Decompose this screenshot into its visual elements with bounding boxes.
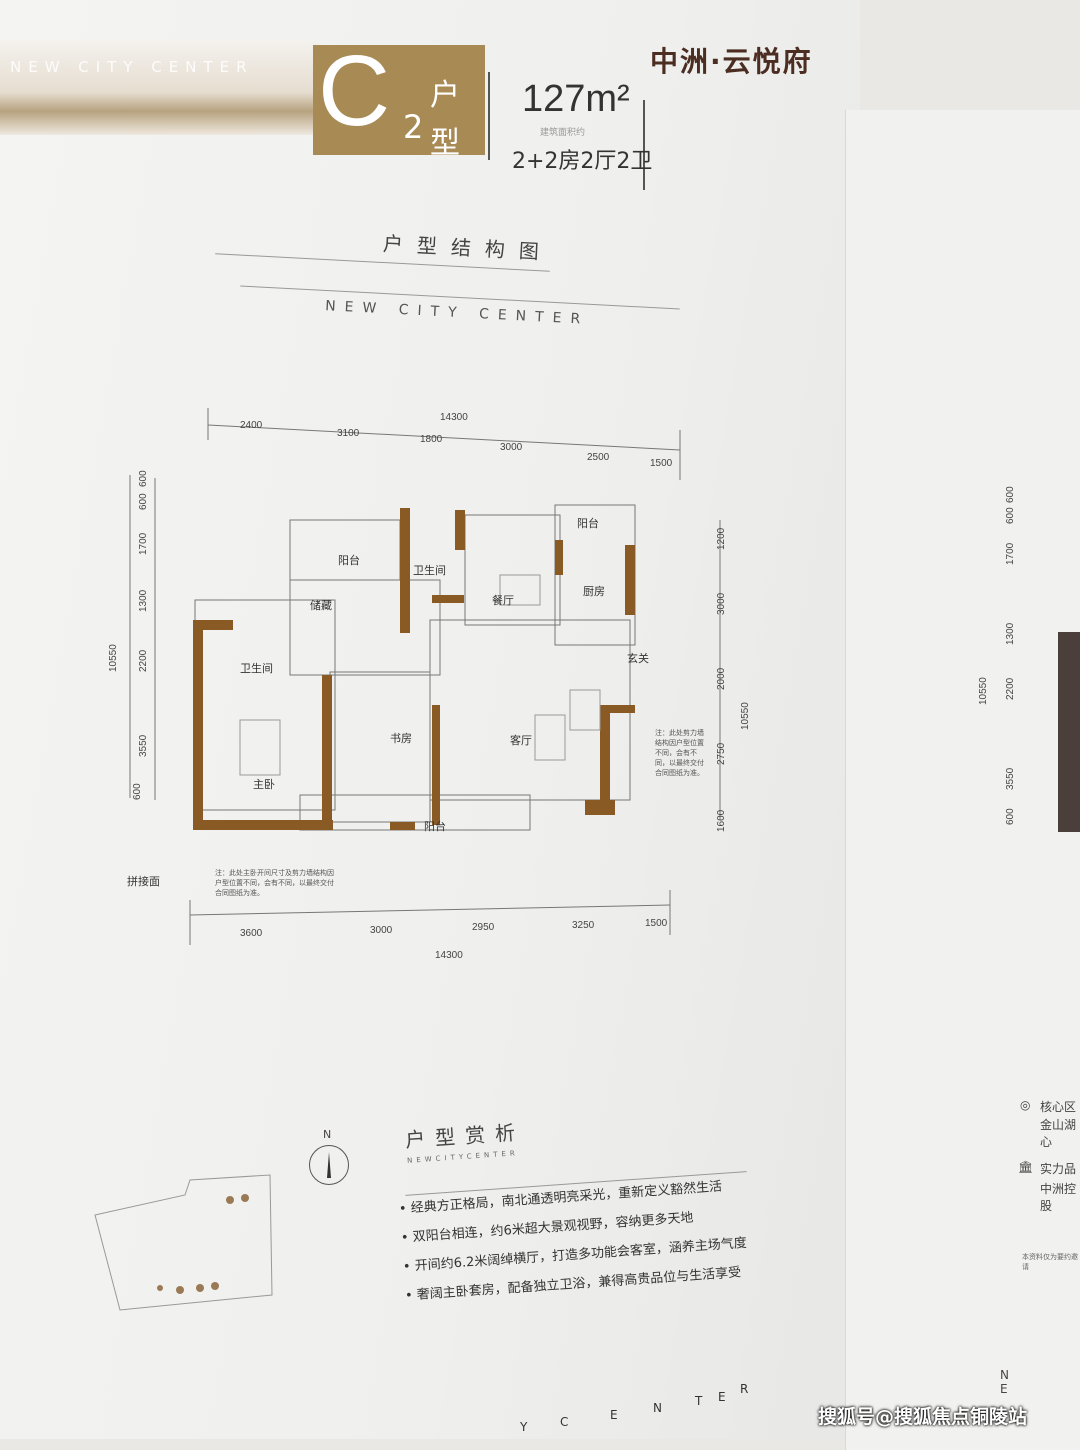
dim-right: 2750 (716, 742, 727, 765)
dim-bottom-total: 14300 (435, 950, 463, 961)
room-balcony-north: 阳台 (338, 554, 360, 567)
footer-letter: E (610, 1408, 618, 1422)
dim-top: 1800 (420, 434, 443, 445)
compass-icon (309, 1145, 349, 1185)
unit-type-letter: C (318, 35, 391, 147)
dim-left: 600 (138, 470, 149, 487)
unit-area: 127m² (522, 78, 630, 120)
dim-right: 2000 (716, 667, 727, 690)
dim-bottom: 2950 (472, 922, 495, 933)
dim-top: 2400 (240, 420, 263, 431)
unit-area-label: 建筑面积约 (540, 128, 586, 138)
dim-top-total: 14300 (440, 412, 468, 423)
watermark: 搜狐号@搜狐焦点铜陵站 (818, 1406, 1028, 1428)
floor-plan (129, 408, 721, 945)
dim-left: 2200 (138, 649, 149, 672)
dim-left: 1300 (138, 589, 149, 612)
right-dim: 1300 (1005, 622, 1016, 645)
footer-note: 本资料仅为要约邀请 (1022, 1253, 1078, 1271)
footer-letter: T (695, 1394, 703, 1408)
divider (643, 100, 645, 190)
analysis-points: 经典方正格局，南北通透明亮采光，重新定义豁然生活 双阳台相连，约6米超大景观视野… (398, 1171, 750, 1311)
footer-letter: N (653, 1401, 662, 1415)
unit-type-number: 2 (403, 108, 424, 146)
right-dim: 2200 (1005, 677, 1016, 700)
feature-icon: ◎ (1020, 1098, 1031, 1112)
room-kitchen: 厨房 (583, 585, 605, 598)
room-living: 客厅 (510, 734, 532, 747)
dim-left: 3550 (138, 734, 149, 757)
note-master-bedroom: 注：此处主卧开间尺寸及剪力墙结构因户型位置不同，会有不同，以最终交付合同图纸为准… (215, 869, 334, 897)
right-dim: 3550 (1005, 767, 1016, 790)
unit-type-hu: 户 (430, 78, 460, 113)
banner-text: NEW CITY CENTER (10, 58, 254, 76)
dim-bottom: 3250 (572, 920, 595, 931)
dim-bottom: 1500 (645, 918, 668, 929)
banner-image (0, 40, 320, 135)
room-foyer: 玄关 (627, 652, 649, 665)
dim-left-total: 10550 (108, 644, 119, 672)
room-balcony-south: 阳台 (424, 820, 446, 833)
note-shear-wall: 注：此处剪力墙结构因户型位置不同，会有不同，以最终交付合同图纸为准。 (655, 729, 704, 777)
dim-bottom: 3000 (370, 925, 393, 936)
right-floor-plan-image (1058, 632, 1080, 832)
dim-top: 1500 (650, 458, 673, 469)
dim-top: 2500 (587, 452, 610, 463)
dim-bottom: 3600 (240, 928, 263, 939)
room-master-bedroom: 主卧 (253, 778, 275, 791)
dim-left: 600 (138, 493, 149, 510)
right-dim: 600 (1005, 808, 1016, 825)
feature-text: 金山湖心 (1040, 1118, 1077, 1149)
right-dim-total: 10550 (978, 677, 989, 705)
footer-letter: C (560, 1415, 569, 1429)
dim-right: 3000 (716, 592, 727, 615)
right-dim: 1700 (1005, 542, 1016, 565)
brand-logo: 中洲·云悦府 (650, 45, 813, 78)
compass-north-label: N (323, 1128, 332, 1141)
footer-letter: Y (520, 1420, 528, 1434)
dim-left: 600 (132, 783, 143, 800)
dim-top: 3000 (500, 442, 523, 453)
room-balcony-kitchen: 阳台 (577, 517, 599, 530)
right-dim: 600 (1005, 486, 1016, 503)
footer-letter: E (718, 1390, 726, 1404)
walls (193, 508, 635, 830)
bank-icon: 🏛 (1018, 1160, 1034, 1174)
dim-left: 1700 (138, 532, 149, 555)
joint-label: 拼接面 (127, 875, 160, 888)
room-study: 书房 (390, 732, 412, 745)
room-bathroom-2: 卫生间 (240, 662, 273, 675)
dim-top: 3100 (337, 428, 360, 439)
unit-layout: 2+2房2厅2卫 (512, 149, 653, 174)
room-bathroom-1: 卫生间 (413, 564, 446, 577)
brochure-right-page (845, 110, 1080, 1450)
room-dining: 餐厅 (492, 594, 514, 607)
room-storage: 储藏 (310, 599, 332, 612)
right-dim: 600 (1005, 507, 1016, 524)
unit-type-xing: 型 (430, 126, 460, 161)
footer-letter: R (740, 1382, 749, 1396)
feature-title: 核心区 (1040, 1100, 1077, 1114)
site-plan-map (94, 1174, 273, 1311)
footer-letters: N E (1000, 1368, 1039, 1396)
dim-right-total: 10550 (740, 702, 751, 730)
dim-right: 1200 (716, 527, 727, 550)
unit-type-badge (313, 45, 485, 155)
feature-title: 实力品 (1040, 1162, 1077, 1176)
divider (488, 72, 490, 160)
dim-right: 1600 (716, 809, 727, 832)
feature-text: 中洲控股 (1040, 1182, 1077, 1213)
